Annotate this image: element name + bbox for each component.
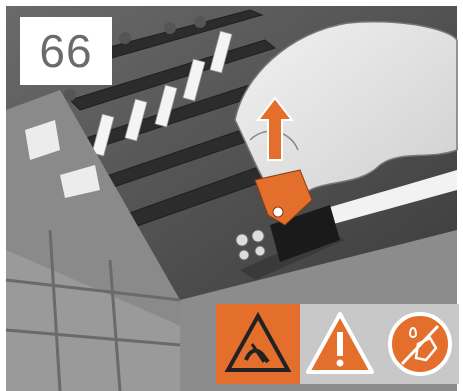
step-number: 66	[39, 24, 92, 78]
step-number-badge: 66	[20, 17, 112, 85]
wet-ink-hands-icon	[380, 304, 459, 384]
caution-icon	[300, 304, 380, 384]
esd-warning-icon	[216, 304, 300, 384]
